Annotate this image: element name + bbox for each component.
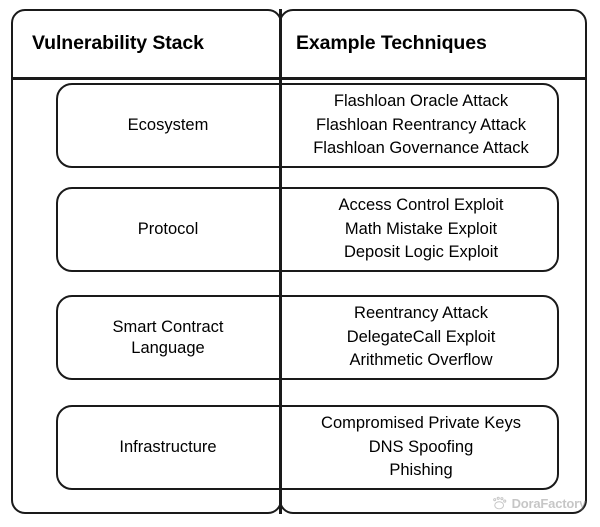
technique-list-smart-contract-language: Reentrancy Attack DelegateCall Exploit A… bbox=[284, 295, 558, 380]
header-divider-left bbox=[11, 77, 282, 80]
technique-item: Math Mistake Exploit bbox=[344, 219, 498, 238]
technique-item: Flashloan Reentrancy Attack bbox=[315, 115, 527, 134]
layer-label-text: Infrastructure bbox=[119, 438, 217, 456]
column-header-cell-right: Example Techniques bbox=[279, 9, 587, 77]
technique-item: Compromised Private Keys bbox=[321, 414, 521, 433]
technique-item: Reentrancy Attack bbox=[354, 304, 488, 323]
row-box-protocol bbox=[56, 187, 559, 272]
layer-label-protocol: Protocol bbox=[56, 187, 280, 272]
row-box-infrastructure bbox=[56, 405, 559, 490]
technique-list-infrastructure: Compromised Private Keys DNS Spoofing Ph… bbox=[284, 405, 558, 490]
technique-list-protocol: Access Control Exploit Math Mistake Expl… bbox=[284, 187, 558, 272]
header-divider-right bbox=[279, 77, 587, 80]
technique-list-ecosystem: Flashloan Oracle Attack Flashloan Reentr… bbox=[284, 83, 558, 168]
layer-label-text: Smart Contract Language bbox=[112, 317, 224, 357]
row-box-ecosystem bbox=[56, 83, 559, 168]
technique-item: Flashloan Oracle Attack bbox=[333, 92, 509, 111]
column-header-vulnerability-stack: Vulnerability Stack bbox=[32, 31, 204, 54]
technique-item: Arithmetic Overflow bbox=[349, 351, 493, 370]
layer-label-text: Ecosystem bbox=[127, 116, 209, 134]
layer-label-smart-contract-language: Smart Contract Language bbox=[56, 295, 280, 380]
technique-item: DNS Spoofing bbox=[368, 437, 474, 456]
column-header-example-techniques: Example Techniques bbox=[296, 31, 487, 54]
technique-item: Deposit Logic Exploit bbox=[343, 243, 499, 262]
technique-item: Flashloan Governance Attack bbox=[313, 139, 529, 158]
layer-label-ecosystem: Ecosystem bbox=[56, 83, 280, 168]
technique-item: Access Control Exploit bbox=[338, 196, 504, 215]
technique-item: DelegateCall Exploit bbox=[346, 327, 496, 346]
column-header-cell-left: Vulnerability Stack bbox=[11, 9, 282, 77]
layer-label-text: Protocol bbox=[137, 220, 199, 238]
layer-label-infrastructure: Infrastructure bbox=[56, 405, 280, 490]
column-divider bbox=[279, 9, 282, 514]
row-box-smart-contract-language bbox=[56, 295, 559, 380]
technique-item: Phishing bbox=[389, 461, 453, 480]
